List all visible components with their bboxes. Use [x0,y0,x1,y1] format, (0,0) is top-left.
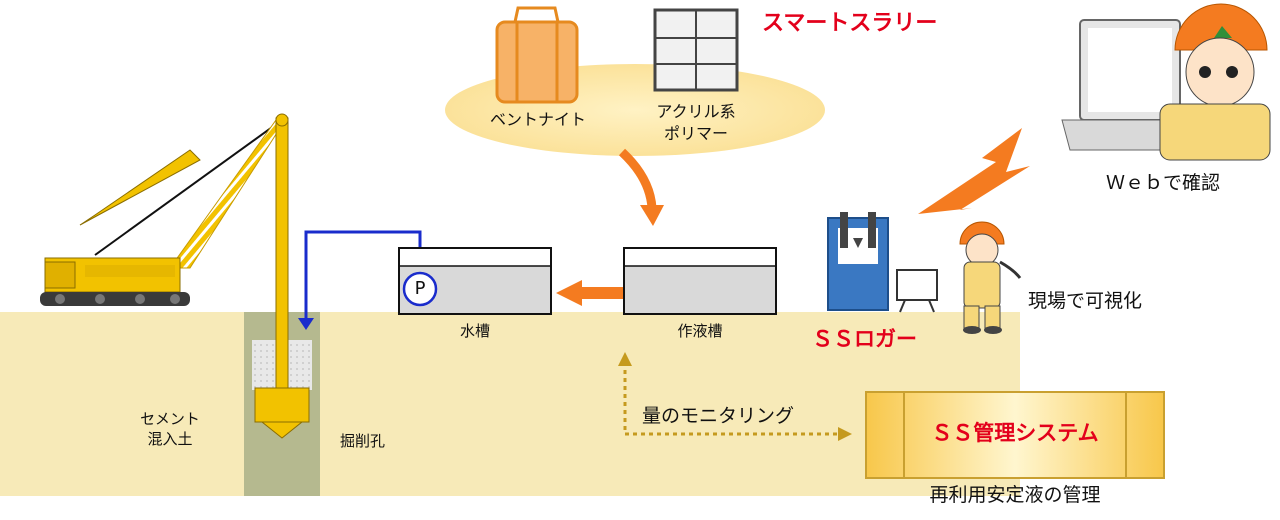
display-monitor-icon [896,269,938,313]
wireless-signal-icon [918,128,1030,214]
bag-icon [495,6,579,104]
web-check-label: Ｗｅｂで確認 [1105,172,1220,194]
ss-management-system-label: ＳＳ管理システム [931,421,1099,445]
container-icon [653,8,739,92]
ss-logger-label: ＳＳロガー [812,327,917,351]
crane [40,113,310,439]
polymer-label-line2: ポリマー [663,124,728,143]
reuse-fluid-caption: 再利用安定液の管理 [929,484,1101,506]
materials-to-tank-arrow [618,148,657,209]
worker-onsite-icon [959,221,1022,334]
pump-icon [402,271,438,307]
borehole-label: 掘削孔 [340,432,386,450]
worker-remote-icon [1159,3,1271,161]
pump-label: P [414,278,426,299]
pipe-arrow-head [298,318,314,330]
bentonite-label: ベントナイト [489,110,586,129]
tank-flow-arrow [556,280,624,306]
cement-soil-label-line2: 混入土 [147,430,193,448]
polymer-label-line1: アクリル系 [656,102,736,121]
brand-title: スマートスラリー [762,11,938,36]
cement-soil-label-line1: セメント [140,410,200,428]
mixing-tank[interactable] [623,247,777,315]
monitoring-label: 量のモニタリング [642,405,795,427]
ss-management-system-box[interactable] [865,391,1165,479]
mixing-tank-label: 作液槽 [677,322,723,340]
ss-logger-device[interactable] [827,212,889,311]
monitoring-dotted-arrow [618,352,852,441]
onsite-visualization-label: 現場で可視化 [1028,290,1143,312]
water-tank-label: 水槽 [459,322,490,340]
